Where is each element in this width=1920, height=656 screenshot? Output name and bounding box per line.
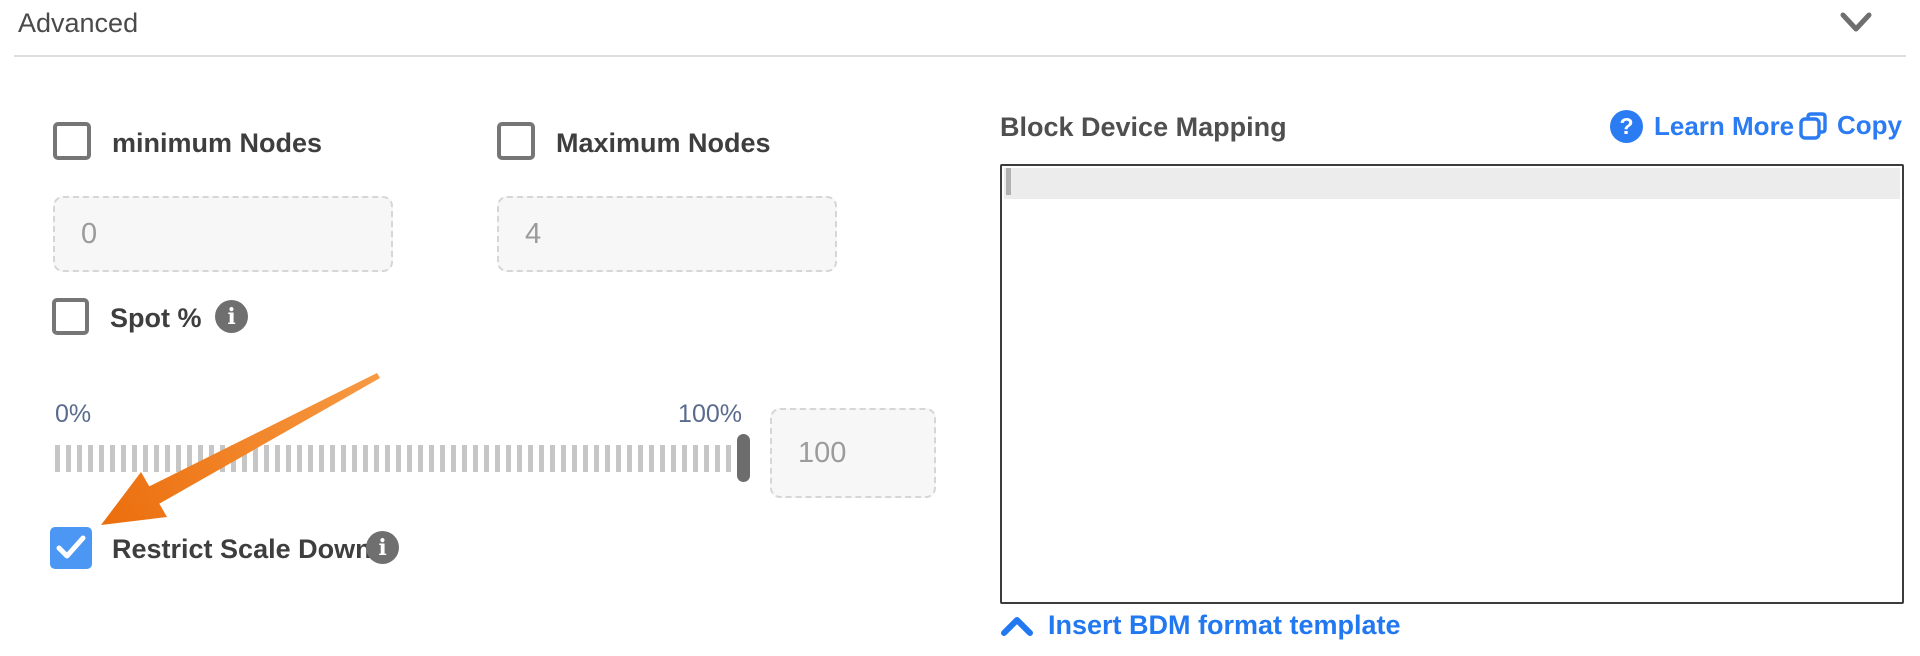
spot-percent-checkbox[interactable]: [52, 298, 89, 335]
minimum-nodes-input[interactable]: [53, 196, 393, 272]
section-divider: [14, 55, 1906, 57]
maximum-nodes-checkbox[interactable]: [497, 122, 535, 160]
block-device-mapping-editor[interactable]: [1000, 164, 1904, 604]
learn-more-link[interactable]: ? Learn More: [1610, 110, 1794, 143]
copy-icon: [1799, 111, 1827, 140]
minimum-nodes-label: minimum Nodes: [112, 128, 323, 158]
slider-min-label: 0%: [55, 400, 92, 428]
spot-percent-label: Spot %: [110, 303, 202, 333]
minimum-nodes-checkbox[interactable]: [53, 122, 91, 160]
question-circle-icon: ?: [1610, 110, 1643, 143]
chevron-down-icon[interactable]: [1840, 10, 1872, 34]
copy-label: Copy: [1837, 110, 1902, 140]
checkmark-icon: [56, 535, 86, 559]
chevron-up-icon: [1001, 616, 1033, 636]
spot-percent-slider[interactable]: [55, 445, 750, 472]
insert-bdm-template-link[interactable]: Insert BDM format template: [1001, 610, 1401, 641]
section-title: Advanced: [18, 8, 139, 38]
info-icon[interactable]: i: [366, 531, 399, 564]
spot-percent-input[interactable]: [770, 408, 936, 498]
restrict-scale-down-checkbox[interactable]: [50, 527, 92, 569]
block-device-mapping-title: Block Device Mapping: [1000, 112, 1287, 142]
insert-bdm-template-label: Insert BDM format template: [1048, 610, 1401, 640]
slider-handle[interactable]: [737, 434, 750, 482]
restrict-scale-down-label: Restrict Scale Down: [112, 534, 372, 564]
copy-button[interactable]: Copy: [1798, 110, 1902, 141]
info-icon[interactable]: i: [215, 300, 248, 333]
editor-caret: [1006, 168, 1011, 195]
editor-active-line: [1004, 168, 1900, 199]
maximum-nodes-input[interactable]: [497, 196, 837, 272]
slider-max-label: 100%: [678, 400, 742, 428]
maximum-nodes-label: Maximum Nodes: [556, 128, 771, 158]
learn-more-label: Learn More: [1654, 111, 1795, 141]
